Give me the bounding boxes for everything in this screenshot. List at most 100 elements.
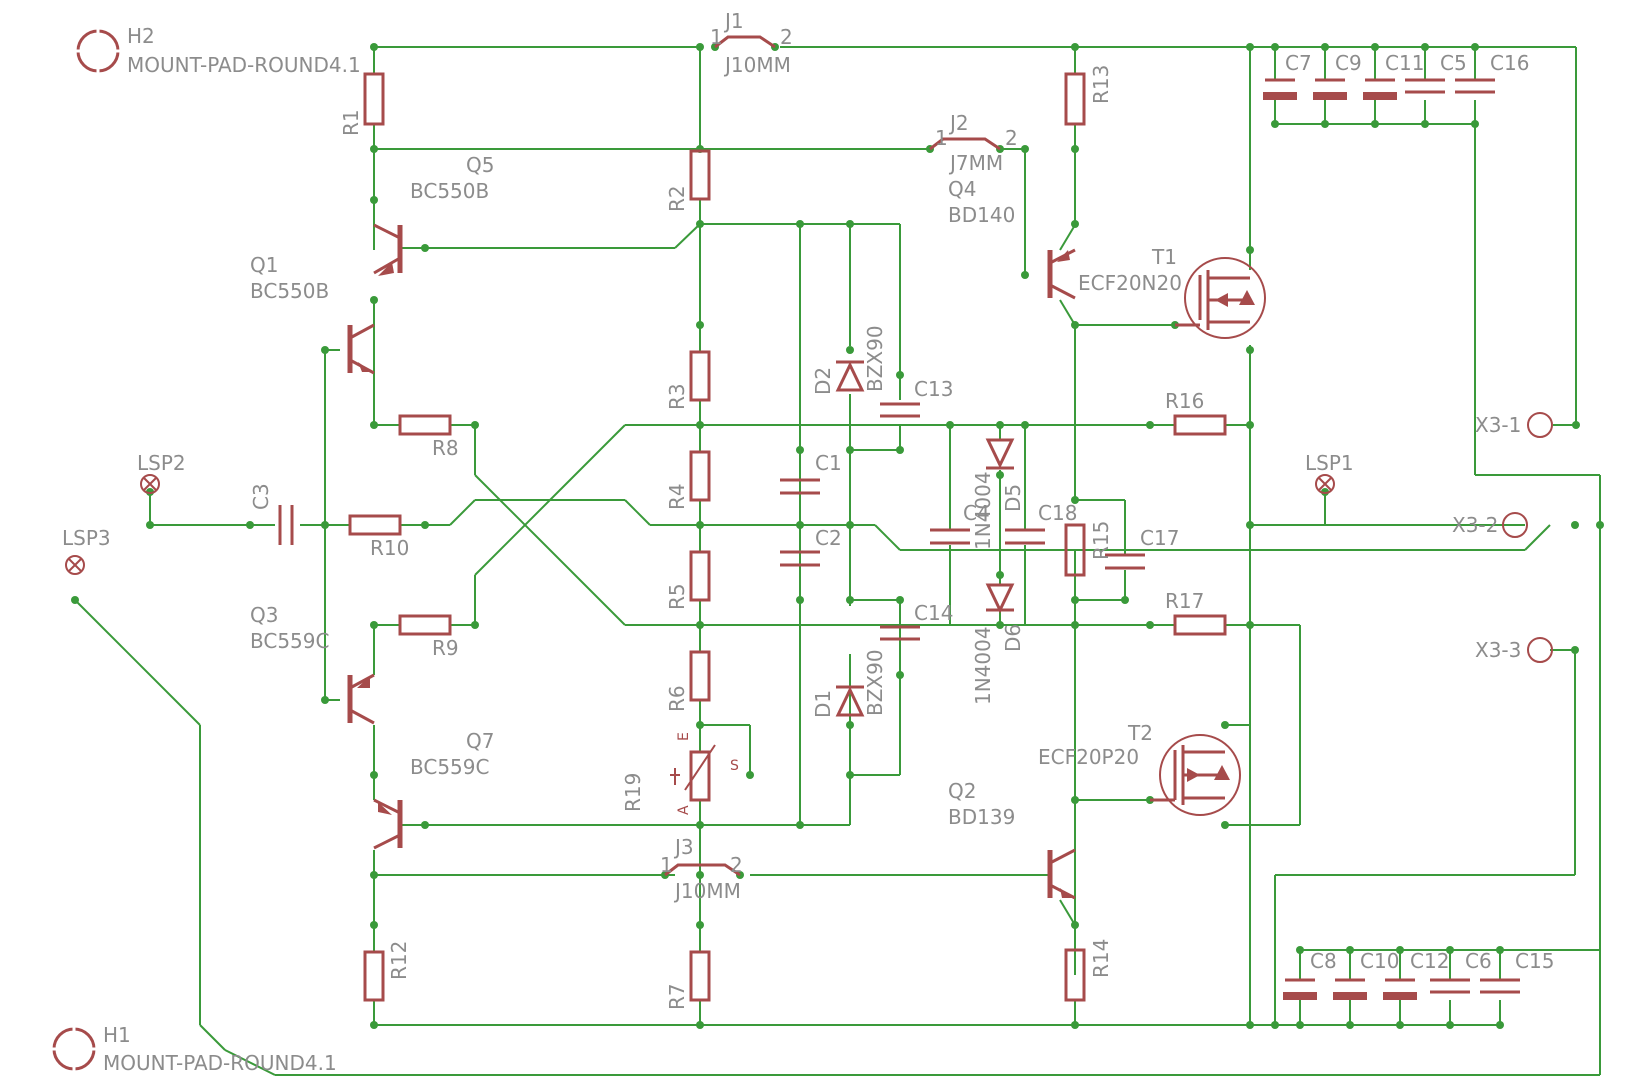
label-lsp3: LSP3: [62, 526, 111, 550]
label-r17: R17: [1165, 589, 1204, 613]
label-r12: R12: [387, 941, 411, 980]
label-c13: C13: [914, 377, 953, 401]
connector-x3: [1502, 412, 1553, 663]
j1-pin2: 2: [780, 25, 793, 49]
diodes: [835, 360, 1015, 717]
label-r2: R2: [665, 185, 689, 212]
label-d5-value: 1N4004: [971, 471, 995, 550]
label-r1: R1: [339, 109, 363, 136]
label-r3: R3: [665, 383, 689, 410]
label-t1: T1: [1151, 245, 1177, 269]
label-h2-value: MOUNT-PAD-ROUND4.1: [127, 53, 361, 77]
label-r19: R19: [621, 773, 645, 812]
label-q4: Q4: [948, 177, 976, 201]
label-c1: C1: [815, 451, 842, 475]
label-d2: D2: [811, 367, 835, 395]
pot-r19: [670, 744, 716, 791]
resistors-horizontal: [348, 414, 1227, 636]
label-lsp2: LSP2: [137, 451, 186, 475]
label-d2-value: BZX90: [863, 325, 887, 392]
label-c4: C4: [963, 501, 990, 525]
label-c12: C12: [1410, 949, 1449, 973]
label-q5-value: BC550B: [410, 179, 489, 203]
label-d1: D1: [811, 690, 835, 718]
label-d5: D5: [1001, 484, 1025, 512]
j3-pin2: 2: [730, 853, 743, 877]
label-q2: Q2: [948, 779, 976, 803]
label-q1-value: BC550B: [250, 279, 329, 303]
label-j2-value: J7MM: [948, 151, 1003, 175]
label-c5: C5: [1440, 51, 1467, 75]
label-r6: R6: [665, 685, 689, 712]
label-j1-value: J10MM: [723, 53, 791, 77]
label-c8: C8: [1310, 949, 1337, 973]
label-j2: J2: [948, 111, 969, 135]
label-c10: C10: [1360, 949, 1399, 973]
label-x3-2: X3-2: [1452, 513, 1498, 537]
label-c18: C18: [1038, 501, 1077, 525]
label-c2: C2: [815, 526, 842, 550]
label-h1-value: MOUNT-PAD-ROUND4.1: [103, 1051, 337, 1075]
label-r4: R4: [665, 483, 689, 510]
label-x3-3: X3-3: [1475, 638, 1521, 662]
label-c9: C9: [1335, 51, 1362, 75]
label-r7: R7: [665, 983, 689, 1010]
label-pot-a: A: [676, 805, 692, 815]
mosfet-t2: [1150, 734, 1241, 816]
label-c17: C17: [1140, 526, 1179, 550]
label-t1-value: ECF20N20: [1078, 271, 1182, 295]
label-h1: H1: [103, 1023, 131, 1047]
label-h2: H2: [127, 24, 155, 48]
label-q7: Q7: [466, 729, 494, 753]
label-d6-value: 1N4004: [971, 626, 995, 705]
part-labels: H2 MOUNT-PAD-ROUND4.1 H1 MOUNT-PAD-ROUND…: [62, 9, 1554, 1075]
bjt-arrows: [357, 250, 1072, 898]
wires: [74, 46, 1601, 1076]
label-j3: J3: [673, 835, 694, 859]
label-c6: C6: [1465, 949, 1492, 973]
label-c3: C3: [249, 483, 273, 510]
jumper-j2: [929, 137, 1001, 151]
label-q3-value: BC559C: [250, 629, 329, 653]
label-r8: R8: [432, 436, 459, 460]
jumper-j3: [664, 863, 741, 877]
label-r13: R13: [1089, 65, 1113, 104]
mosfet-arrows: [1187, 290, 1255, 782]
label-pot-e: E: [676, 732, 692, 741]
label-d1-value: BZX90: [863, 649, 887, 716]
label-c15: C15: [1515, 949, 1554, 973]
label-q1: Q1: [250, 253, 278, 277]
mount-pad-h1: [48, 1023, 100, 1075]
mount-pad-h2: [72, 25, 124, 77]
label-r14: R14: [1089, 939, 1113, 978]
label-t2: T2: [1127, 721, 1153, 745]
label-r5: R5: [665, 583, 689, 610]
label-pot-s: S: [730, 758, 739, 774]
label-t2-value: ECF20P20: [1038, 745, 1139, 769]
label-q3: Q3: [250, 603, 278, 627]
label-j3-value: J10MM: [673, 879, 741, 903]
speaker-terminals: [65, 474, 1335, 575]
label-d6: D6: [1001, 624, 1025, 652]
j1-pin1: 1: [710, 25, 723, 49]
label-c11: C11: [1385, 51, 1424, 75]
resistors-vertical: [363, 72, 1086, 1002]
label-r16: R16: [1165, 389, 1204, 413]
label-c7: C7: [1285, 51, 1312, 75]
label-q4-value: BD140: [948, 203, 1015, 227]
label-q5: Q5: [466, 153, 494, 177]
label-r9: R9: [432, 636, 459, 660]
electrolytic-plates: [1263, 92, 1417, 1000]
label-r10: R10: [370, 536, 409, 560]
j2-pin1: 1: [935, 126, 948, 150]
label-lsp1: LSP1: [1305, 451, 1354, 475]
j3-pin1: 1: [660, 853, 673, 877]
label-j1: J1: [723, 9, 744, 33]
mosfet-t1: [1175, 257, 1266, 339]
label-q2-value: BD139: [948, 805, 1015, 829]
label-x3-1: X3-1: [1475, 413, 1521, 437]
jumper-j1: [714, 35, 776, 49]
label-c16: C16: [1490, 51, 1529, 75]
label-r15: R15: [1089, 521, 1113, 560]
